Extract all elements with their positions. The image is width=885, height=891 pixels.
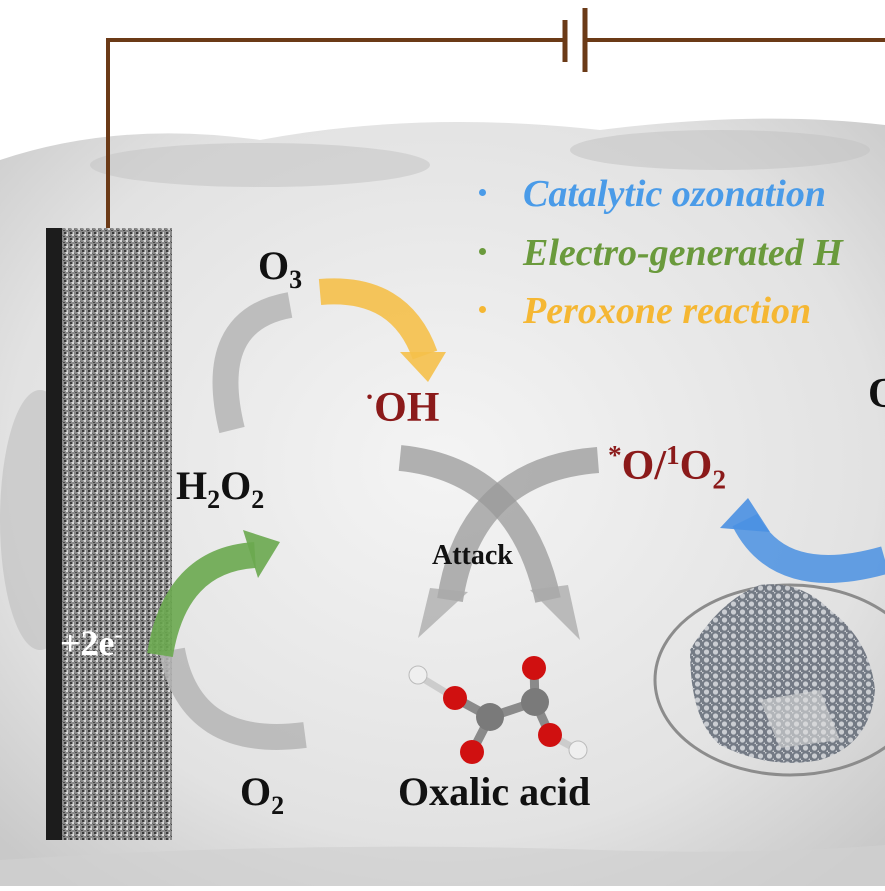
hydrogen-atom: [568, 740, 588, 760]
water-ripple: [90, 143, 430, 187]
label-o3: O3: [258, 243, 303, 294]
blue-arrow-shaft: [732, 513, 885, 583]
water-ripple: [570, 130, 870, 170]
label-h2o2: H2O2: [176, 463, 265, 514]
label-reactive-oxygen: *O/1O2: [608, 440, 726, 495]
oxalic-acid-molecule: [408, 656, 588, 764]
electrode-backing: [46, 228, 62, 840]
attack-arrow-oh-head: [530, 585, 580, 640]
carbon-atom: [521, 688, 549, 716]
attack-arrow-ros-head: [418, 588, 468, 638]
oxygen-atom: [460, 740, 484, 764]
legend-catalytic-ozonation: Catalytic ozonation: [523, 173, 826, 215]
yellow-arrow-head: [400, 352, 446, 382]
legend-electro-generated: Electro-generated H: [523, 232, 843, 274]
water-bottom: [0, 845, 885, 886]
cathode-electrode: [62, 228, 172, 840]
oxygen-atom: [538, 723, 562, 747]
green-arrow-shaft: [147, 542, 257, 658]
h2o2-to-o3-arc: [212, 292, 293, 434]
label-electron-transfer: +2e-: [60, 622, 123, 663]
oxygen-atom: [522, 656, 546, 680]
green-arrow-head: [243, 530, 280, 578]
legend-peroxone-reaction: Peroxone reaction: [523, 290, 812, 332]
graphene-fold: [760, 690, 840, 748]
label-attack: Attack: [432, 540, 513, 571]
yellow-arrow-shaft: [318, 278, 438, 360]
label-cut-off: O: [868, 371, 885, 417]
blue-arrow-head: [720, 498, 770, 532]
legend-bullet-catalytic: [479, 189, 486, 196]
label-o2: O2: [240, 769, 285, 820]
catalyst-circle: [653, 583, 885, 777]
legend-bullet-electro: [479, 248, 486, 255]
carbon-atom: [476, 703, 504, 731]
legend-bullet-peroxone: [479, 306, 486, 313]
water-background: [0, 118, 885, 887]
o2-return-arc: [159, 647, 307, 750]
oxygen-atom: [443, 686, 467, 710]
circuit-wire-left: [106, 38, 565, 228]
attack-arrow-ros: [437, 447, 600, 603]
label-hydroxyl-radical: ·OH: [365, 382, 440, 431]
label-oxalic-acid: Oxalic acid: [398, 769, 591, 814]
hydrogen-atom: [408, 665, 428, 685]
